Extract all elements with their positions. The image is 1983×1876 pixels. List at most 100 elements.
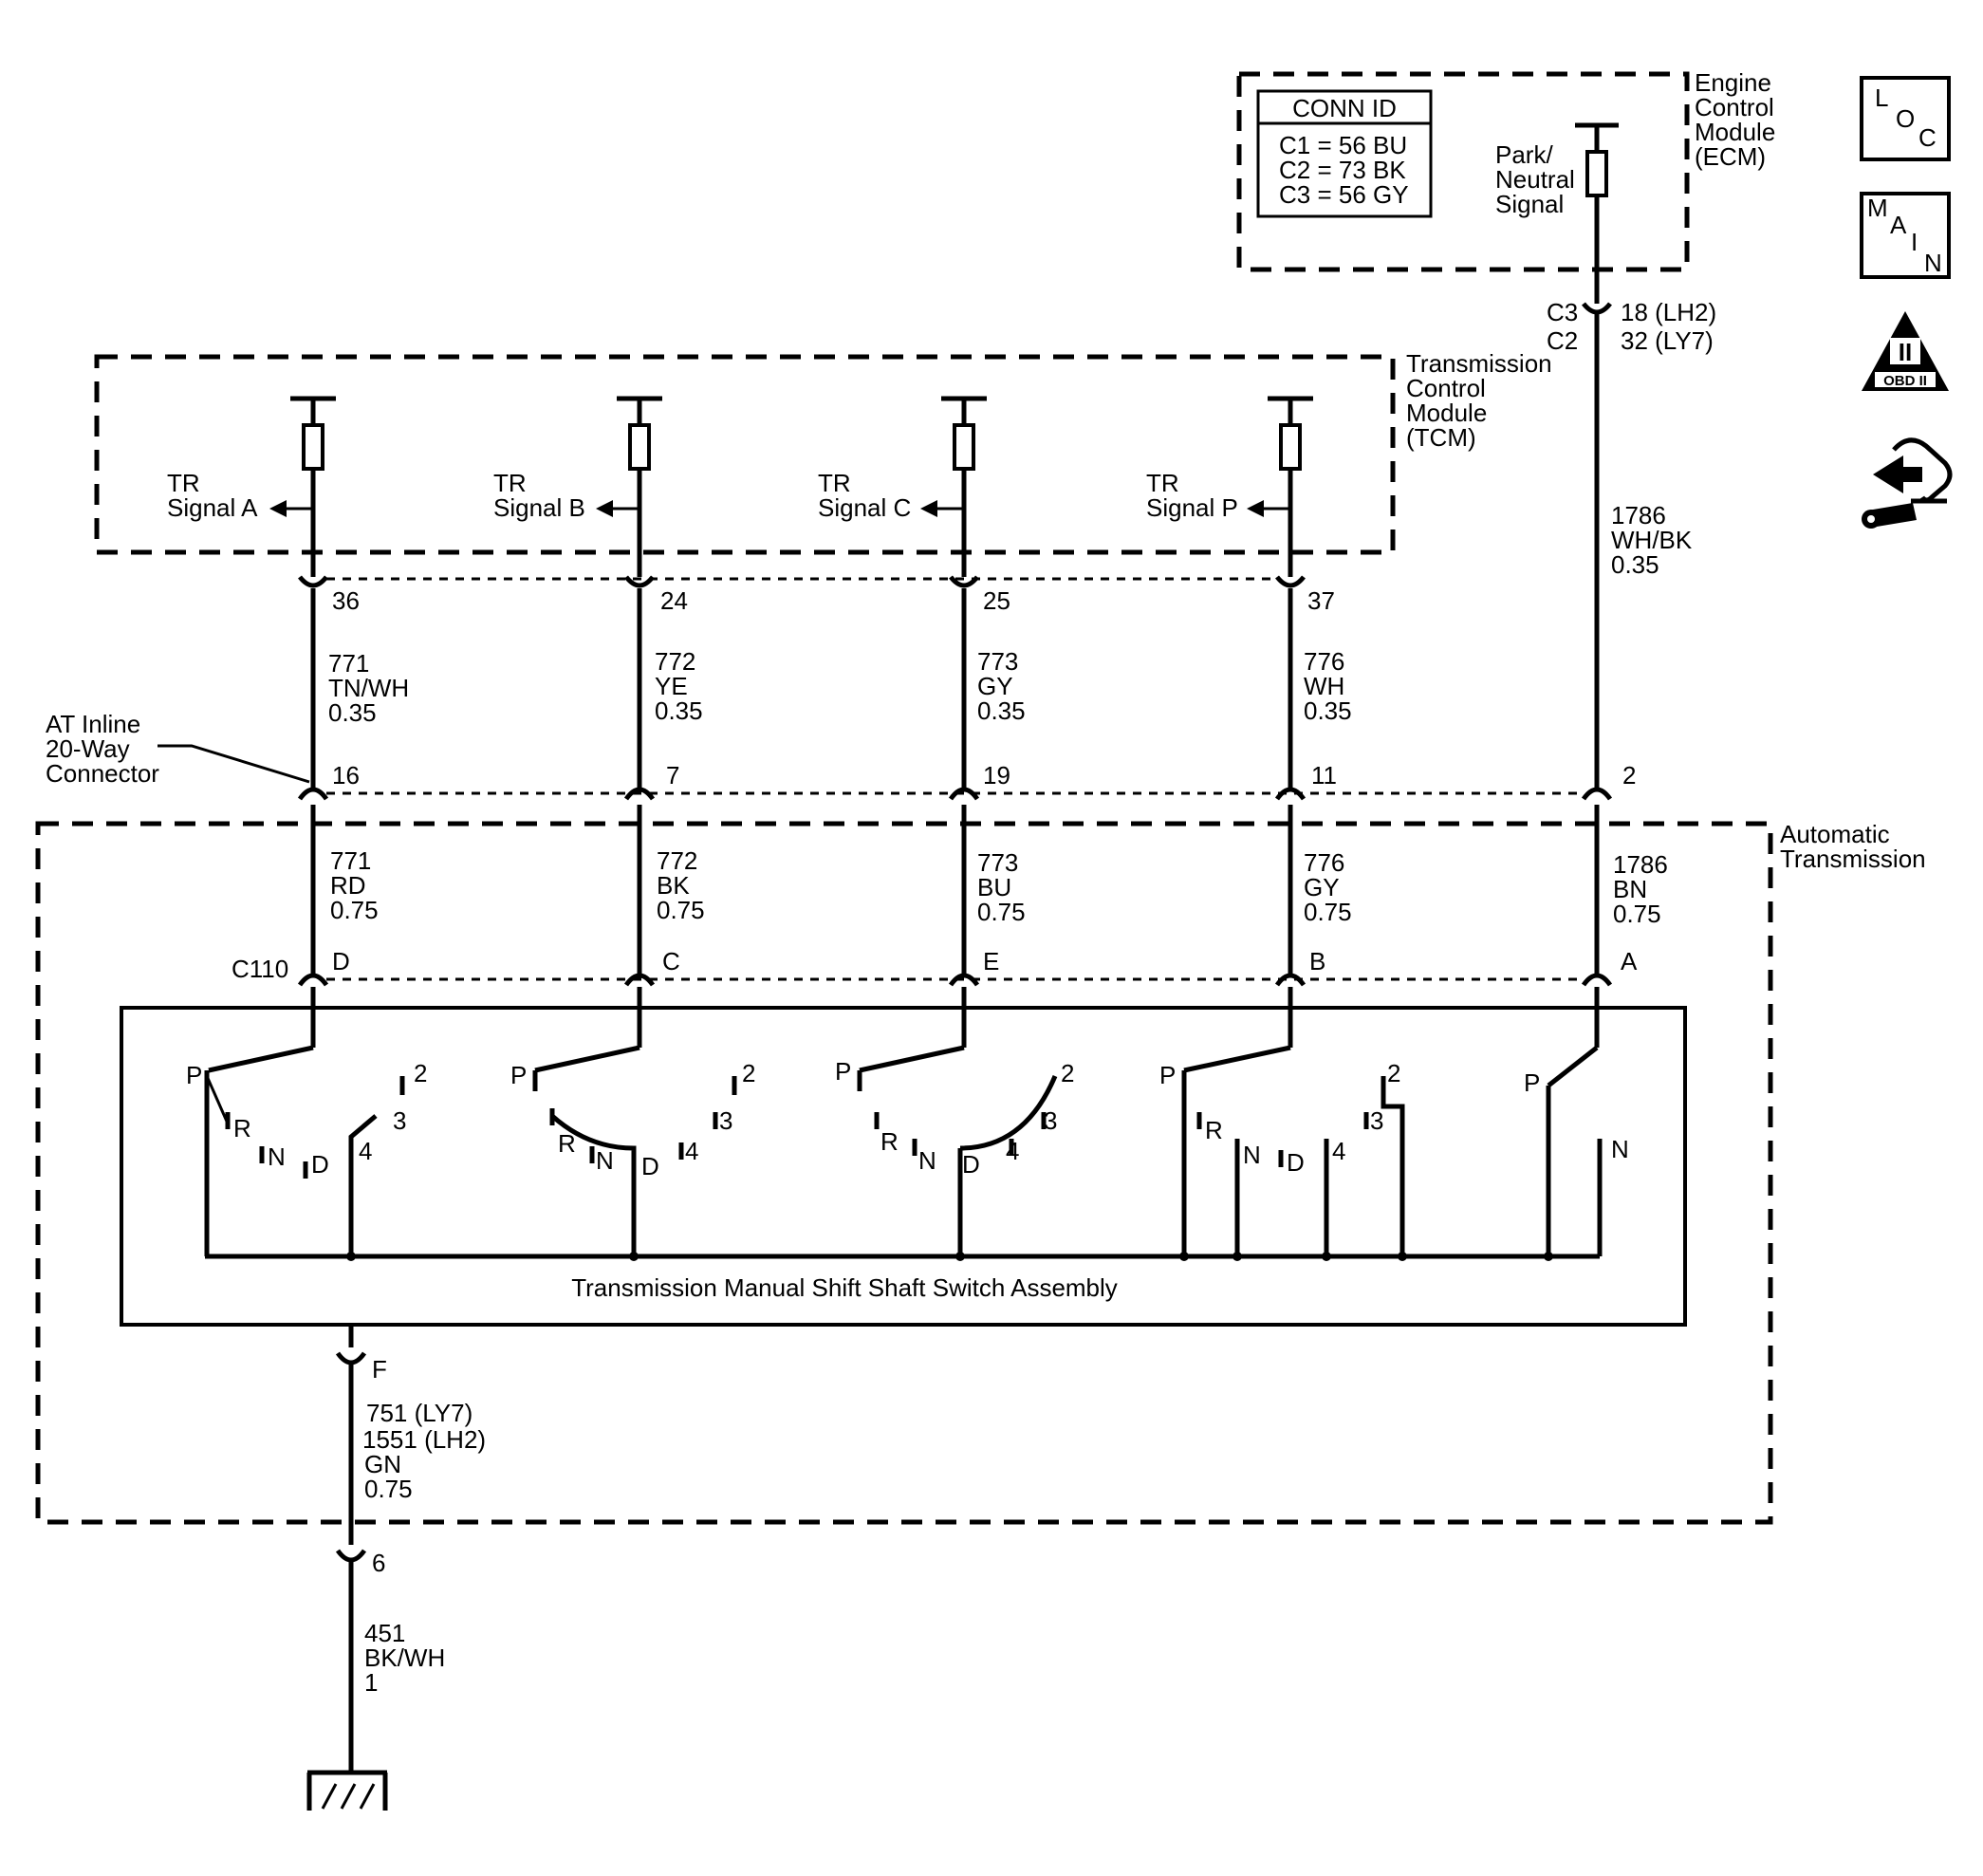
conn-id-row: C2 = 73 BK [1279, 156, 1406, 184]
svg-text:1: 1 [364, 1668, 378, 1697]
svg-text:TN/WH: TN/WH [328, 674, 409, 702]
svg-text:1786: 1786 [1611, 501, 1666, 529]
obd-ii-icon[interactable]: II OBD II [1862, 311, 1949, 391]
wire-451-label: 451 BK/WH 1 [364, 1619, 445, 1697]
tcm-signal-b: TR Signal B [493, 396, 662, 577]
c110-pin: E [983, 947, 999, 975]
at-inline-connector: AT Inline 20-Way Connector 16 7 19 11 2 [46, 710, 1636, 801]
svg-text:R: R [880, 1127, 899, 1156]
svg-text:0.75: 0.75 [1304, 898, 1352, 926]
conn-id-row: C1 = 56 BU [1279, 131, 1407, 159]
svg-text:1786: 1786 [1613, 850, 1668, 879]
junction-dot [1232, 1252, 1242, 1261]
svg-text:BK/WH: BK/WH [364, 1644, 445, 1672]
tcm-pin: 25 [983, 586, 1010, 615]
svg-text:0.35: 0.35 [655, 697, 703, 725]
tcm-signal-c: TR Signal C [818, 396, 987, 577]
inline-pin: 2 [1622, 761, 1636, 789]
tcm-module: Transmission Control Module (TCM) [94, 349, 1552, 555]
svg-text:0.75: 0.75 [1613, 900, 1661, 928]
svg-text:771: 771 [328, 649, 369, 678]
svg-text:A: A [1890, 211, 1907, 239]
svg-text:WH: WH [1304, 672, 1344, 700]
svg-text:Signal C: Signal C [818, 493, 911, 522]
main-icon[interactable]: M A I N [1860, 192, 1951, 279]
svg-text:WH/BK: WH/BK [1611, 526, 1693, 554]
c110-connector: C110 D C E B A [232, 947, 1638, 1008]
svg-text:C: C [1918, 123, 1937, 152]
svg-text:776: 776 [1304, 647, 1344, 676]
wire-776-upper-label: 776 WH 0.35 [1304, 647, 1352, 725]
svg-text:TR: TR [493, 469, 527, 497]
svg-text:751 (LY7): 751 (LY7) [366, 1399, 473, 1427]
connector-view-icon[interactable] [1862, 437, 1953, 529]
switch-signal-b: P R N D 4 3 2 [510, 1008, 755, 1256]
svg-text:R: R [558, 1129, 576, 1158]
junction-dot [1179, 1252, 1189, 1261]
upper-wires: 771 TN/WH 0.35 772 YE 0.35 773 GY 0.35 7… [310, 313, 1693, 788]
svg-text:776: 776 [1304, 848, 1344, 877]
svg-text:0.75: 0.75 [330, 896, 379, 924]
svg-text:II: II [1899, 338, 1912, 366]
svg-text:Module: Module [1406, 399, 1487, 427]
svg-text:P: P [1159, 1061, 1176, 1089]
svg-text:2: 2 [414, 1059, 427, 1087]
svg-text:4: 4 [1006, 1137, 1019, 1165]
switch-assembly: Transmission Manual Shift Shaft Switch A… [120, 1006, 1687, 1327]
automatic-transmission-label: Automatic Transmission [1780, 820, 1926, 873]
junction-dot [346, 1252, 356, 1261]
ecm-module: Engine Control Module (ECM) CONN ID C1 =… [1236, 68, 1775, 272]
location-icon[interactable]: L O C [1860, 76, 1951, 161]
svg-text:Automatic: Automatic [1780, 820, 1890, 848]
svg-text:C3: C3 [1547, 298, 1578, 326]
tcm-signal-p: TR Signal P [1146, 396, 1313, 577]
svg-text:GY: GY [1304, 873, 1340, 901]
switch-park-neutral: P N [1524, 1008, 1629, 1256]
svg-text:Control: Control [1406, 374, 1486, 402]
svg-text:4: 4 [1332, 1137, 1345, 1165]
svg-text:Neutral: Neutral [1495, 165, 1575, 194]
svg-text:BK: BK [657, 871, 690, 900]
svg-text:3: 3 [1044, 1106, 1057, 1135]
svg-text:772: 772 [655, 647, 695, 676]
switch-signal-p: P R N D 4 3 2 [1159, 1008, 1405, 1256]
svg-text:N: N [1924, 249, 1942, 277]
ground-circuit: F 751 (LY7) 1551 (LH2) GN 0.75 6 451 BK/… [306, 1325, 486, 1811]
wire-773-upper-label: 773 GY 0.35 [977, 647, 1026, 725]
c110-pin: A [1621, 947, 1638, 975]
park-neutral-signal-label: Park/ Neutral Signal [1495, 140, 1575, 218]
conn-id-row: C3 = 56 GY [1279, 180, 1409, 209]
svg-text:0.35: 0.35 [977, 697, 1026, 725]
wire-772-lower-label: 772 BK 0.75 [657, 846, 705, 924]
svg-text:Module: Module [1695, 118, 1775, 146]
svg-text:N: N [596, 1146, 614, 1175]
automatic-transmission: Automatic Transmission [35, 820, 1926, 1525]
svg-text:D: D [1287, 1148, 1305, 1177]
tcm-pin: 24 [660, 586, 688, 615]
svg-text:N: N [1243, 1141, 1261, 1169]
ecm-label: Engine Control Module (ECM) [1695, 68, 1775, 171]
svg-text:P: P [186, 1061, 202, 1089]
svg-text:Signal: Signal [1495, 190, 1564, 218]
svg-text:3: 3 [393, 1106, 406, 1135]
inline-pin: 16 [332, 761, 360, 789]
svg-text:773: 773 [977, 647, 1018, 676]
svg-text:18 (LH2): 18 (LH2) [1621, 298, 1716, 326]
inline-pin: 7 [666, 761, 679, 789]
svg-text:(ECM): (ECM) [1695, 142, 1766, 171]
svg-text:Engine: Engine [1695, 68, 1771, 97]
svg-text:D: D [962, 1150, 980, 1179]
svg-text:771: 771 [330, 846, 371, 875]
lower-wires: 771 RD 0.75 772 BK 0.75 773 BU 0.75 776 … [310, 805, 1668, 974]
svg-text:Transmission: Transmission [1406, 349, 1552, 378]
at-inline-connector-label: AT Inline 20-Way Connector [46, 710, 159, 788]
svg-text:0.75: 0.75 [977, 898, 1026, 926]
junction-dot [1544, 1252, 1553, 1261]
svg-text:TR: TR [167, 469, 200, 497]
svg-text:20-Way: 20-Way [46, 734, 130, 763]
svg-text:N: N [268, 1142, 286, 1171]
svg-text:GY: GY [977, 672, 1013, 700]
svg-text:0.75: 0.75 [657, 896, 705, 924]
switch-assembly-label: Transmission Manual Shift Shaft Switch A… [571, 1273, 1118, 1302]
